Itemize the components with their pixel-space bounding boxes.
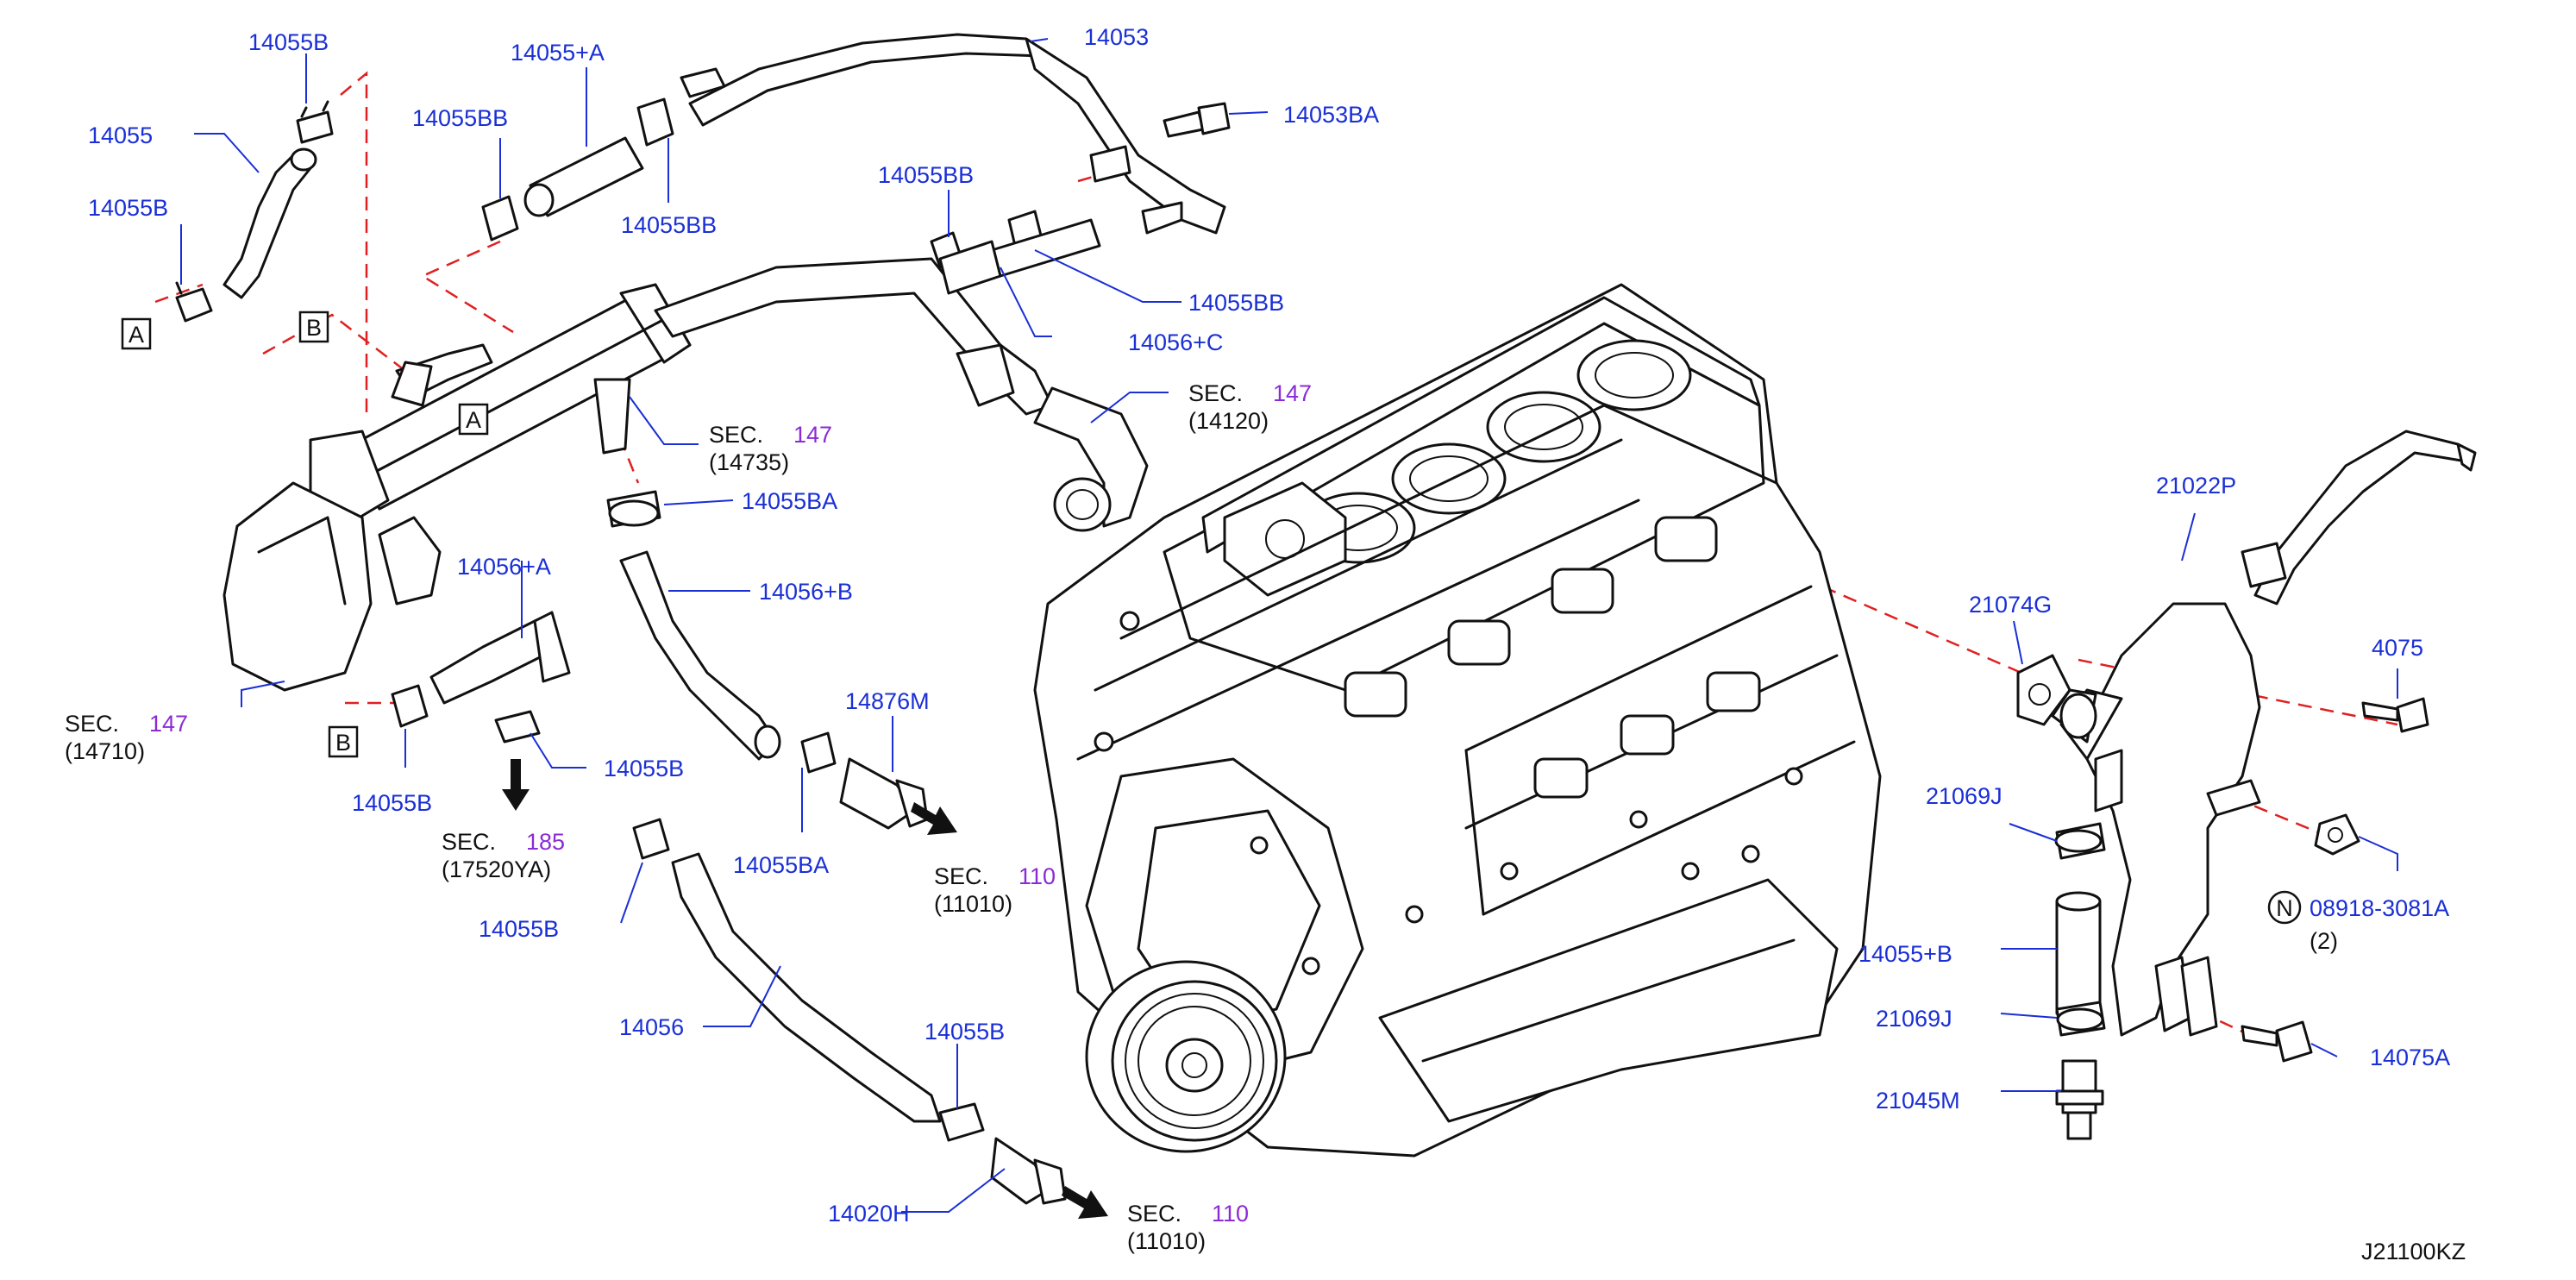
section-references: SEC. 147 (14735) SEC. 147 (14120) SEC. 1… bbox=[65, 380, 1312, 1254]
arrow-down bbox=[502, 759, 530, 811]
label-14055b-bottom-left: 14055B bbox=[479, 916, 559, 942]
svg-text:SEC.: SEC. bbox=[442, 829, 496, 855]
marker-b-lower: B bbox=[328, 725, 359, 758]
label-14056-plus-a: 14056+A bbox=[457, 554, 551, 580]
svg-text:SEC.: SEC. bbox=[934, 863, 988, 889]
svg-text:(14120): (14120) bbox=[1188, 408, 1269, 434]
label-21074g: 21074G bbox=[1969, 592, 2052, 618]
label-14055bb-d: 14055BB bbox=[1188, 290, 1284, 316]
svg-text:A: A bbox=[466, 407, 481, 433]
label-14020h: 14020H bbox=[828, 1201, 910, 1227]
arrow-to-sec-110-upper bbox=[911, 802, 957, 835]
port-bosses bbox=[1344, 516, 1761, 799]
label-14055ba-b: 14055BA bbox=[733, 852, 829, 878]
label-14055b-bottom: 14055B bbox=[924, 1019, 1005, 1045]
marker-b-top: B bbox=[298, 311, 329, 343]
svg-text:147: 147 bbox=[793, 422, 832, 448]
part-labels: 14055B 14055 14055B 14055+A 14055BB 1405… bbox=[88, 24, 2466, 1264]
svg-text:N: N bbox=[2276, 895, 2293, 921]
arrow-to-sec-110-lower bbox=[1062, 1186, 1108, 1219]
reference-markers: A B A B N bbox=[121, 311, 2302, 925]
label-14055: 14055 bbox=[88, 122, 153, 148]
label-14056-plus-b: 14056+B bbox=[759, 579, 853, 605]
label-14056-plus-c: 14056+C bbox=[1128, 329, 1223, 355]
hoses-pipes bbox=[175, 33, 1231, 1205]
direction-arrows bbox=[502, 759, 1108, 1219]
svg-text:(11010): (11010) bbox=[934, 891, 1012, 917]
svg-text:A: A bbox=[128, 322, 144, 348]
label-14055ba-a: 14055BA bbox=[742, 488, 837, 514]
label-14055bb-c: 14055BB bbox=[878, 162, 974, 188]
label-08918-3081a: 08918-3081A bbox=[2310, 895, 2449, 921]
svg-text:110: 110 bbox=[1212, 1201, 1249, 1227]
svg-text:185: 185 bbox=[526, 829, 565, 855]
section-ref-17520ya: SEC. 185 (17520YA) bbox=[442, 829, 565, 882]
svg-text:B: B bbox=[335, 730, 351, 756]
svg-text:(14735): (14735) bbox=[709, 449, 789, 475]
svg-text:SEC.: SEC. bbox=[1188, 380, 1243, 406]
label-14055-plus-a: 14055+A bbox=[511, 40, 605, 66]
svg-text:110: 110 bbox=[1018, 863, 1056, 889]
label-14055b-mid: 14055B bbox=[352, 790, 432, 816]
label-08918-quantity: (2) bbox=[2310, 928, 2338, 954]
label-14055bb-b: 14055BB bbox=[621, 212, 717, 238]
marker-n: N bbox=[2267, 890, 2302, 925]
label-14055b-top: 14055B bbox=[248, 29, 329, 55]
label-14055bb-a: 14055BB bbox=[412, 105, 508, 131]
block-bolts bbox=[1094, 611, 1803, 976]
svg-text:147: 147 bbox=[1273, 380, 1312, 406]
label-14053ba: 14053BA bbox=[1283, 102, 1379, 128]
svg-text:B: B bbox=[306, 315, 322, 341]
crank-pulley bbox=[1085, 960, 1287, 1153]
label-21022p: 21022P bbox=[2156, 473, 2236, 499]
label-14055-plus-b: 14055+B bbox=[1858, 941, 1952, 967]
svg-text:(17520YA): (17520YA) bbox=[442, 856, 551, 882]
section-ref-11010-lower: SEC. 110 (11010) bbox=[1127, 1201, 1249, 1254]
svg-text:(11010): (11010) bbox=[1127, 1228, 1206, 1254]
section-ref-14735: SEC. 147 (14735) bbox=[709, 422, 832, 475]
marker-a-mid: A bbox=[458, 403, 489, 436]
right-assembly bbox=[2016, 430, 2477, 1140]
diagram-code: J21100KZ bbox=[2361, 1239, 2466, 1264]
section-ref-11010-upper: SEC. 110 (11010) bbox=[934, 863, 1056, 917]
svg-text:SEC.: SEC. bbox=[65, 711, 119, 737]
label-14056: 14056 bbox=[619, 1014, 684, 1040]
label-14055b-lower: 14055B bbox=[604, 756, 684, 781]
svg-text:SEC.: SEC. bbox=[1127, 1201, 1181, 1227]
label-14055b-left: 14055B bbox=[88, 195, 168, 221]
label-21045m: 21045M bbox=[1876, 1088, 1960, 1114]
label-14876m: 14876M bbox=[845, 688, 930, 714]
label-14075-partial: 4075 bbox=[2372, 635, 2423, 661]
section-ref-14710: SEC. 147 (14710) bbox=[65, 711, 188, 764]
marker-a-left: A bbox=[121, 317, 152, 350]
label-21069j-b: 21069J bbox=[1876, 1006, 1952, 1032]
svg-text:(14710): (14710) bbox=[65, 738, 145, 764]
section-ref-14120: SEC. 147 (14120) bbox=[1188, 380, 1312, 434]
egr-cooler bbox=[223, 257, 1149, 692]
svg-text:147: 147 bbox=[149, 711, 188, 737]
label-21069j-a: 21069J bbox=[1926, 783, 2003, 809]
svg-text:SEC.: SEC. bbox=[709, 422, 763, 448]
label-14053: 14053 bbox=[1084, 24, 1149, 50]
engine-block bbox=[1033, 283, 1882, 1158]
leader-lines bbox=[180, 38, 2398, 1213]
label-14075a: 14075A bbox=[2370, 1045, 2450, 1070]
